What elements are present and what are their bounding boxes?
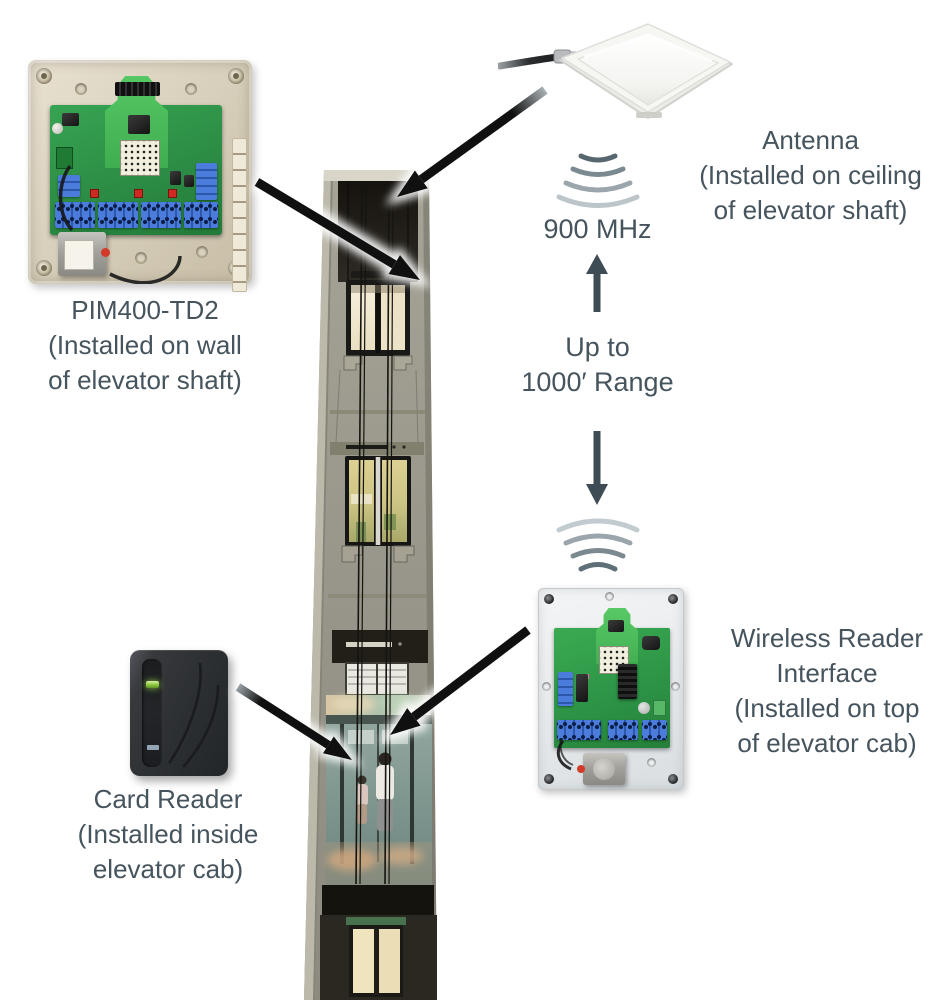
pim400-circuit-board bbox=[50, 76, 222, 235]
second-person-in-cab bbox=[356, 775, 368, 824]
link-button bbox=[90, 189, 99, 198]
relay bbox=[576, 674, 588, 702]
terminal-strip bbox=[98, 202, 138, 228]
capacitor bbox=[638, 702, 650, 714]
wiring bbox=[58, 164, 182, 284]
link-button bbox=[134, 189, 143, 198]
transformer-face bbox=[593, 758, 615, 780]
terminal-block bbox=[558, 672, 573, 706]
mounting-boss bbox=[671, 682, 680, 691]
terminal-strip bbox=[557, 720, 601, 740]
relay bbox=[642, 636, 660, 650]
rf-waves-up-icon bbox=[556, 518, 640, 572]
transformer-label bbox=[64, 240, 94, 270]
screw-icon bbox=[228, 68, 244, 84]
power-transformer bbox=[58, 232, 110, 276]
wireless-reader-interface-device bbox=[538, 588, 684, 790]
antenna-label: Antenna (Installed on ceiling of elevato… bbox=[699, 125, 922, 225]
wire-nut bbox=[101, 248, 110, 257]
capacitor bbox=[52, 123, 63, 134]
mounting-boss bbox=[135, 252, 147, 264]
wri-circuit-board bbox=[554, 608, 670, 748]
brand-tag bbox=[147, 745, 159, 750]
range-up-arrow-icon bbox=[586, 254, 608, 312]
power-transformer bbox=[577, 753, 625, 785]
terminal-block bbox=[196, 163, 217, 200]
terminal-strip bbox=[642, 720, 667, 740]
screw-icon bbox=[36, 68, 52, 84]
screw-icon bbox=[544, 594, 554, 604]
pim400-device bbox=[28, 60, 252, 292]
rf-chip bbox=[608, 620, 624, 632]
mounting-boss bbox=[196, 246, 208, 258]
mounting-boss bbox=[647, 758, 656, 767]
wireless-reader-interface-label: Wireless Reader Interface (Installed on … bbox=[730, 623, 924, 758]
arrow-antenna-to-shaft bbox=[385, 81, 551, 206]
heatsink bbox=[618, 664, 637, 699]
frequency-label: 900 MHz bbox=[543, 214, 652, 244]
antenna-device bbox=[498, 23, 733, 119]
range-down-arrow-icon bbox=[586, 431, 608, 505]
mounting-boss bbox=[185, 83, 197, 95]
shield-grid bbox=[120, 140, 160, 176]
range-label: Up to 1000′ Range bbox=[521, 332, 674, 397]
header-connector bbox=[115, 82, 160, 96]
rf-waves-down-icon bbox=[556, 153, 640, 208]
mounting-boss bbox=[542, 682, 551, 691]
wire-nut bbox=[577, 765, 585, 773]
terminal-strip bbox=[184, 202, 218, 228]
rf-chip bbox=[128, 115, 150, 134]
arrow-cardreader-to-cab bbox=[233, 679, 364, 768]
status-led-icon bbox=[146, 681, 159, 688]
link-button bbox=[168, 189, 177, 198]
screw-icon bbox=[544, 774, 554, 784]
card-reader-device bbox=[130, 650, 228, 776]
wiring bbox=[556, 738, 574, 771]
screw-icon bbox=[668, 594, 678, 604]
green-connector bbox=[56, 147, 73, 169]
mounting-boss bbox=[605, 592, 614, 601]
terminal-strip bbox=[141, 202, 181, 228]
card-reader-label: Card Reader (Installed inside elevator c… bbox=[77, 784, 259, 884]
reader-stripe bbox=[142, 659, 162, 767]
arrow-wri-to-cab bbox=[378, 622, 535, 744]
green-connector bbox=[653, 700, 666, 716]
swoosh-lines bbox=[168, 662, 220, 768]
screw-icon bbox=[668, 774, 678, 784]
mounting-boss bbox=[75, 83, 87, 95]
arrow-pim400-to-shaft bbox=[251, 173, 433, 288]
pim400-label: PIM400-TD2 (Installed on wall of elevato… bbox=[48, 295, 242, 395]
inductor bbox=[62, 113, 79, 126]
terminal-strip bbox=[608, 720, 638, 740]
label-plate bbox=[232, 138, 247, 292]
mount-tab bbox=[636, 112, 662, 118]
screw-icon bbox=[36, 260, 52, 276]
